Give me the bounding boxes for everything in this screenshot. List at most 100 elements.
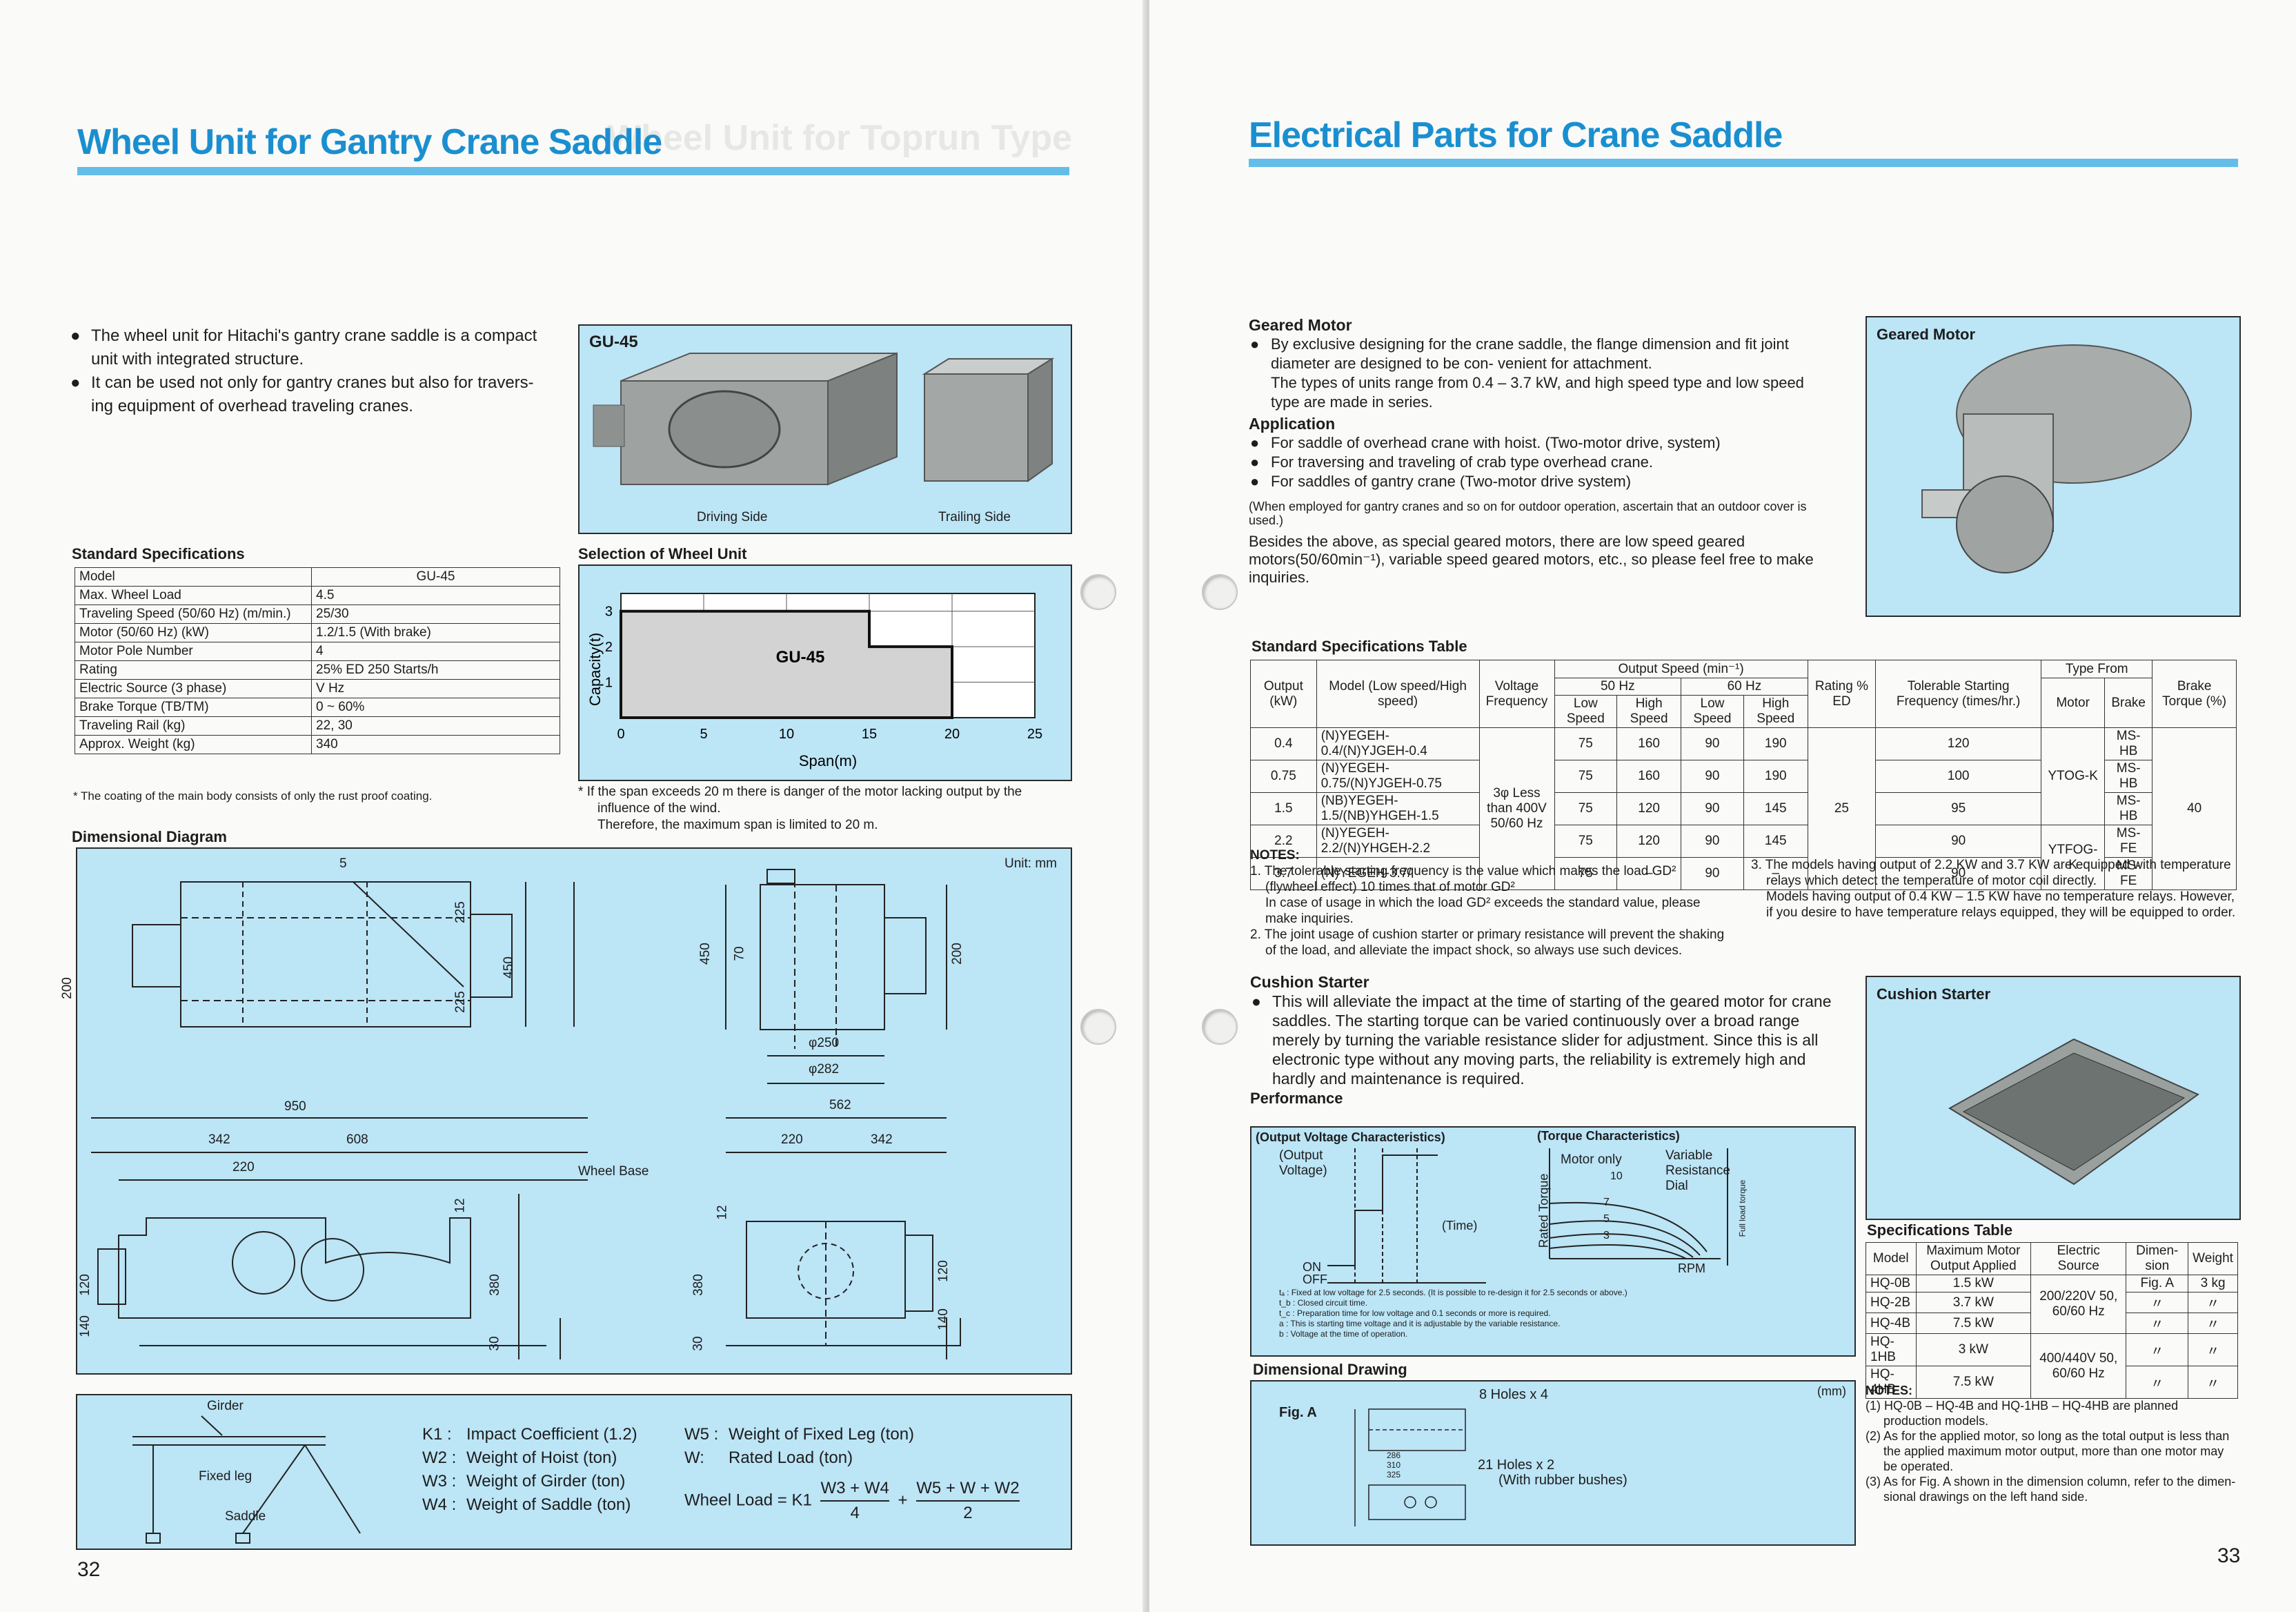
dial-3: 3 xyxy=(1603,1230,1610,1241)
spec-value: 340 xyxy=(311,735,560,754)
cs-dimension: 〃 xyxy=(2126,1313,2189,1334)
std-table-heading: Standard Specifications Table xyxy=(1251,638,1467,655)
std-output: 1.5 xyxy=(1250,792,1317,825)
dim-30a: 30 xyxy=(487,1336,502,1351)
dim-12a: 12 xyxy=(453,1198,468,1213)
std-motor-type: YTFOG-K xyxy=(2041,825,2106,890)
y-tick: 2 xyxy=(605,640,613,655)
ghost-title: Wheel Unit for Toprun Type xyxy=(607,118,1073,158)
besides-para: Besides the above, as special geared mot… xyxy=(1249,533,1814,586)
th-high-50: High Speed xyxy=(1616,695,1682,728)
selection-notes: * If the span exceeds 20 m there is dang… xyxy=(578,784,1069,834)
unit-label: Unit: mm xyxy=(1004,856,1057,871)
bushes-label: (With rubber bushes) xyxy=(1498,1473,1627,1488)
spec-heading: Standard Specifications xyxy=(72,545,245,562)
application-item: For saddle of overhead crane with hoist.… xyxy=(1250,433,1837,453)
cushion-para: This will alleviate the impact at the ti… xyxy=(1251,992,1843,1088)
geared-motor-section: Geared Motor By exclusive designing for … xyxy=(1249,316,1837,587)
std-brake: MS-FE xyxy=(2104,857,2153,890)
cs-weight: 〃 xyxy=(2188,1366,2238,1399)
dial-10: 10 xyxy=(1610,1170,1623,1182)
x-tick: 0 xyxy=(617,727,624,742)
spec-row: Brake Torque (TB/TM)0 ~ 60% xyxy=(75,698,560,717)
right-page: Electrical Parts for Crane Saddle Geared… xyxy=(1149,0,2296,1612)
std-model: (N)YEGEH-0.75/(N)YJGEH-0.75 xyxy=(1316,760,1480,793)
outdoor-note: (When employed for gantry cranes and so … xyxy=(1249,500,1807,527)
performance-legend-item: t_c : Preparation time for low voltage a… xyxy=(1279,1308,1551,1318)
std-speed: 160 xyxy=(1616,727,1682,760)
dim-380a: 380 xyxy=(487,1274,502,1296)
std-model: (N)YEGEH-3.7/ xyxy=(1316,857,1480,890)
spec-label: Brake Torque (TB/TM) xyxy=(75,698,312,717)
note-b-3: (3) As for Fig. A shown in the dimension… xyxy=(1866,1475,2236,1504)
formula-definition: Weight of Fixed Leg (ton) xyxy=(729,1425,915,1444)
note-a-1: 1. The tolerable starting frequency is t… xyxy=(1250,864,1676,894)
application-item: For traversing and traveling of crab typ… xyxy=(1250,453,1837,472)
cs-dimension: 〃 xyxy=(2126,1333,2189,1366)
std-tolerable: 120 xyxy=(1875,727,2042,760)
note-b-2: (2) As for the applied motor, so long as… xyxy=(1866,1429,2230,1473)
cs-dimension: Fig. A xyxy=(2126,1275,2189,1292)
std-voltage: 3φ Less than 400V 50/60 Hz xyxy=(1478,727,1555,890)
cushion-dim-drawing xyxy=(1354,1408,1466,1526)
spec-label: Motor Pole Number xyxy=(75,642,312,661)
cs-header: Electric Source xyxy=(2030,1242,2127,1275)
formula-definition: Impact Coefficient (1.2) xyxy=(466,1425,637,1444)
cs-output: 7.5 kW xyxy=(1915,1313,2032,1334)
dim-12b: 12 xyxy=(715,1205,730,1220)
page-number-right: 33 xyxy=(2217,1544,2241,1567)
formula-defs-left: K1 :Impact Coefficient (1.2)W2 :Weight o… xyxy=(422,1423,637,1517)
std-speed: 75 xyxy=(1554,825,1618,858)
wheel-load-formula: Wheel Load = K1 W3 + W4 4 + W5 + W + W2 … xyxy=(684,1477,1024,1525)
dim-220b: 220 xyxy=(781,1132,803,1147)
page-title: Wheel Unit for Gantry Crane Saddle xyxy=(77,122,662,162)
dim-120a: 120 xyxy=(77,1274,92,1296)
std-speed: 120 xyxy=(1616,825,1682,858)
std-speed: – xyxy=(1616,857,1682,890)
dim-608: 608 xyxy=(346,1132,368,1147)
performance-legend-item: a : This is starting time voltage and it… xyxy=(1279,1319,1561,1328)
th-output-speed: Output Speed (min⁻¹) xyxy=(1554,660,1808,678)
cs-weight: 〃 xyxy=(2188,1292,2238,1313)
mm-label: (mm) xyxy=(1817,1384,1846,1398)
selection-note-1: If the span exceeds 20 m there is danger… xyxy=(586,785,1022,816)
std-speed: 90 xyxy=(1681,760,1744,793)
spec-label: Max. Wheel Load xyxy=(75,586,312,605)
dim-200b: 200 xyxy=(949,943,964,965)
selection-ylabel: Capacity(t) xyxy=(586,633,604,706)
th-50hz: 50 Hz xyxy=(1554,678,1682,696)
dim-380b: 380 xyxy=(691,1274,706,1296)
std-brake: MS-FE xyxy=(2104,825,2153,858)
std-brake: MS-HB xyxy=(2104,792,2153,825)
tc-label: (Torque Characteristics) xyxy=(1537,1129,1680,1143)
spec-label: Approx. Weight (kg) xyxy=(75,735,312,754)
dim-phi250: φ250 xyxy=(809,1036,840,1050)
binder-hole xyxy=(1080,1009,1116,1045)
cushion-starter-illustration xyxy=(1948,1038,2199,1186)
title-rule xyxy=(77,167,1069,175)
x-tick: 20 xyxy=(944,727,960,742)
formula-def: W5 :Weight of Fixed Leg (ton) xyxy=(684,1423,914,1446)
notes-b: NOTES: (1) HQ-0B – HQ-4B and HQ-1HB – HQ… xyxy=(1866,1383,2238,1504)
dim-562: 562 xyxy=(829,1098,851,1112)
wheel-load-formula-panel: Girder Fixed leg Saddle K1 :Impact Coeff… xyxy=(76,1394,1072,1550)
application-heading: Application xyxy=(1249,415,1336,433)
dim-30b: 30 xyxy=(691,1336,706,1351)
holes2-label: 21 Holes x 2 xyxy=(1478,1457,1555,1473)
notes-a-right: 3. The models having output of 2.2 KW an… xyxy=(1751,857,2237,921)
th-brake-torque: Brake Torque (%) xyxy=(2152,660,2237,728)
dim-950: 950 xyxy=(284,1099,306,1114)
spec-row: Motor (50/60 Hz) (kW)1.2/1.5 (With brake… xyxy=(75,623,560,642)
binder-hole xyxy=(1202,1009,1238,1045)
cs-output: 3 kW xyxy=(1915,1333,2032,1366)
x-tick: 25 xyxy=(1027,727,1042,742)
y-tick: 3 xyxy=(605,604,613,620)
dial-7: 7 xyxy=(1603,1197,1610,1208)
std-speed: 90 xyxy=(1681,727,1744,760)
notes-a-heading: NOTES: xyxy=(1250,848,1300,863)
